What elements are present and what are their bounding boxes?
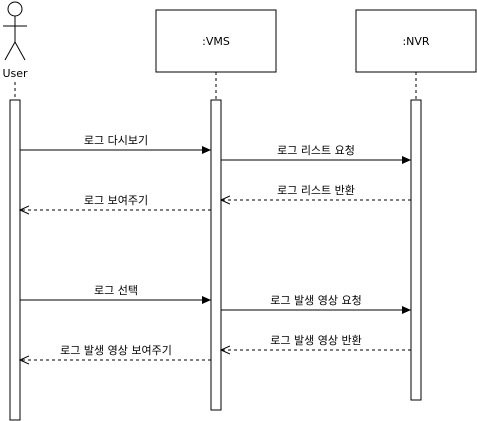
message-label: 로그 다시보기 xyxy=(84,134,148,147)
participant-label: :VMS xyxy=(202,35,230,48)
participant-label: :NVR xyxy=(402,35,429,48)
activation-nvr xyxy=(410,99,422,401)
message: 로그 발생 영상 반환 xyxy=(221,334,411,350)
actor-user: User xyxy=(2,1,28,80)
participant-box xyxy=(355,9,477,73)
message-label: 로그 선택 xyxy=(94,284,138,297)
message-label: 로그 발생 영상 보여주기 xyxy=(60,344,172,357)
message-label: 로그 리스트 요청 xyxy=(277,144,355,157)
participant-nvr: :NVR xyxy=(355,9,477,73)
participant-box xyxy=(155,9,277,73)
actor-label: User xyxy=(2,67,28,80)
message: 로그 리스트 반환 xyxy=(221,184,411,200)
stick-figure-icon xyxy=(3,1,27,61)
message-label: 로그 발생 영상 반환 xyxy=(270,334,361,347)
activation-user xyxy=(9,99,21,421)
message: 로그 발생 영상 보여주기 xyxy=(20,344,211,360)
message-label: 로그 리스트 반환 xyxy=(277,184,355,197)
message: 로그 선택 xyxy=(20,284,211,304)
message: 로그 다시보기 xyxy=(20,134,211,154)
activation-vms xyxy=(210,99,222,411)
message: 로그 보여주기 xyxy=(20,194,211,210)
message: 로그 발생 영상 요청 xyxy=(221,294,411,314)
participant-vms: :VMS xyxy=(155,9,277,73)
message-label: 로그 보여주기 xyxy=(84,194,148,207)
message-label: 로그 발생 영상 요청 xyxy=(270,294,361,307)
message: 로그 리스트 요청 xyxy=(221,144,411,164)
